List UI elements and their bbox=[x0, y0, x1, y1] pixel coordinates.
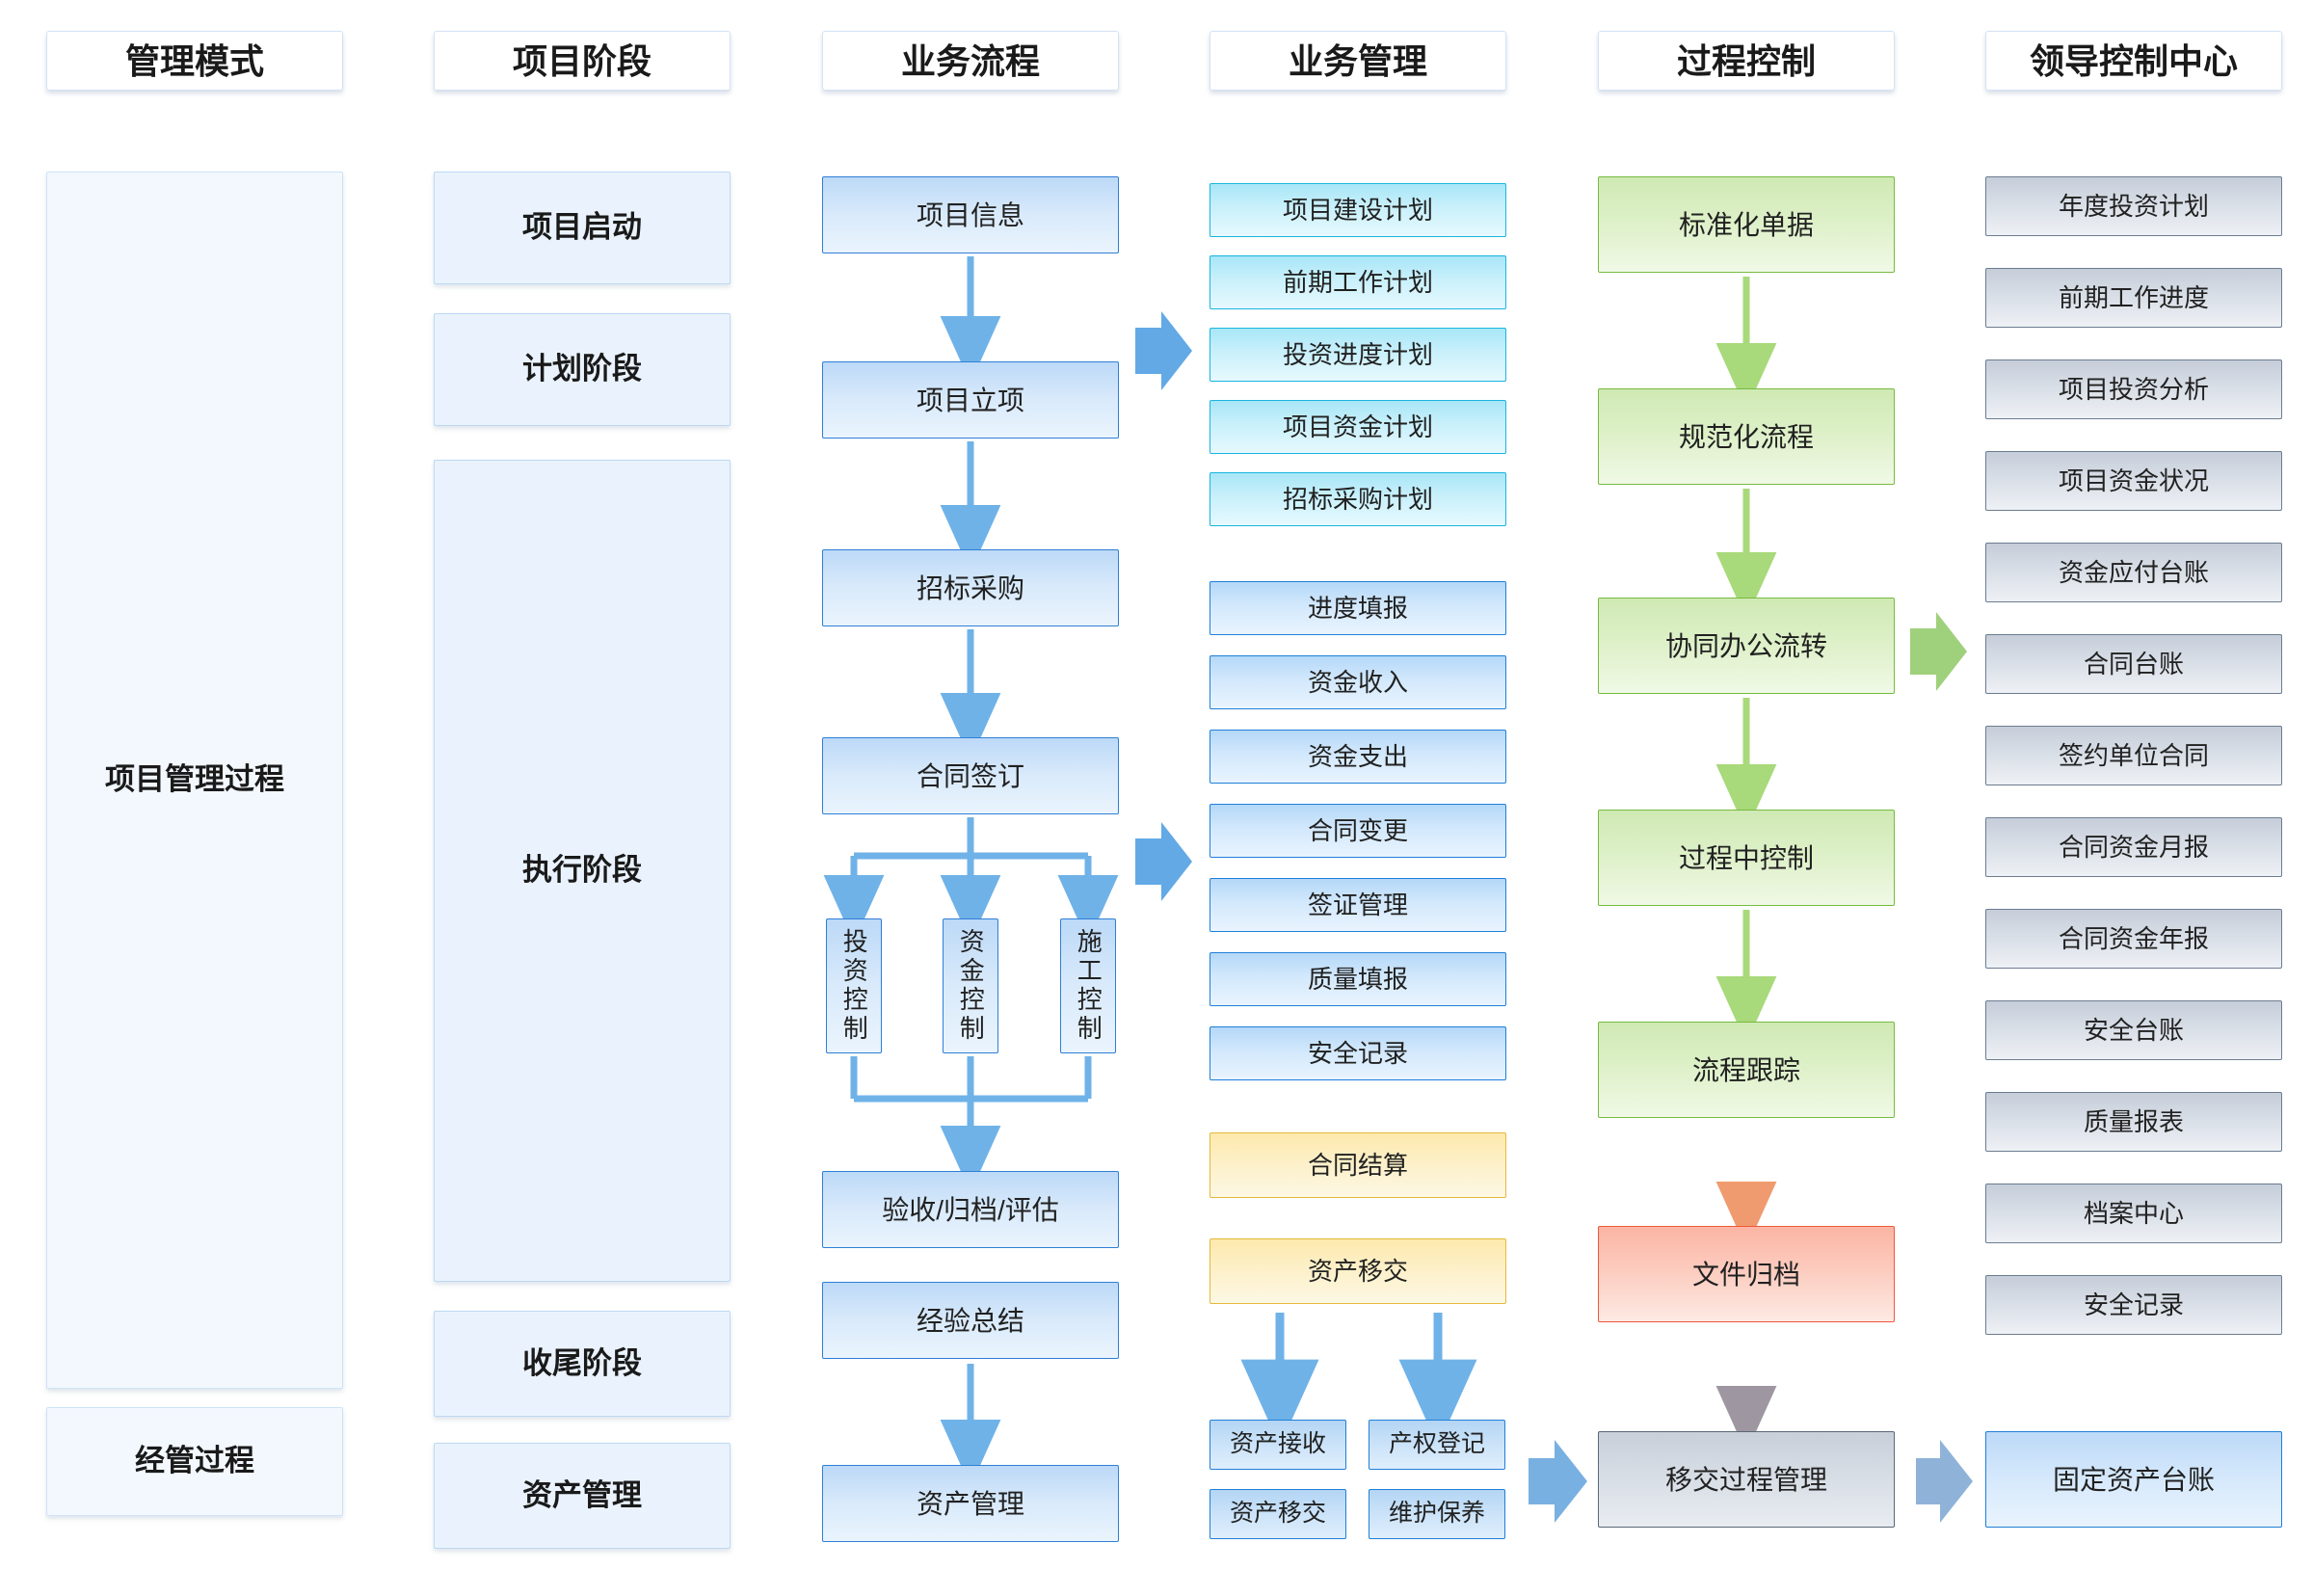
ledger-quality-report[interactable]: 质量报表 bbox=[1985, 1092, 2282, 1152]
plan-project-fund[interactable]: 项目资金计划 bbox=[1210, 400, 1506, 454]
plan-preliminary-work[interactable]: 前期工作计划 bbox=[1210, 255, 1506, 309]
mgmt-asset-transfer[interactable]: 资产移交 bbox=[1210, 1238, 1506, 1304]
plan-investment-progress[interactable]: 投资进度计划 bbox=[1210, 328, 1506, 382]
right-block-arrow-icon bbox=[1916, 1440, 1973, 1523]
process-project-approval[interactable]: 项目立项 bbox=[822, 361, 1119, 439]
ledger-preliminary-work-progress[interactable]: 前期工作进度 bbox=[1985, 268, 2282, 328]
ledger-safety-record[interactable]: 安全记录 bbox=[1985, 1275, 2282, 1335]
right-block-arrow-icon bbox=[1529, 1440, 1587, 1523]
control-in-process-control[interactable]: 过程中控制 bbox=[1598, 810, 1895, 906]
column-header-business-management: 业务管理 bbox=[1210, 31, 1506, 91]
stage-closing[interactable]: 收尾阶段 bbox=[434, 1311, 731, 1417]
control-standardized-process[interactable]: 规范化流程 bbox=[1598, 388, 1895, 485]
ledger-contract-fund-monthly-report[interactable]: 合同资金月报 bbox=[1985, 817, 2282, 877]
control-file-archiving[interactable]: 文件归档 bbox=[1598, 1226, 1895, 1322]
ledger-annual-investment-plan[interactable]: 年度投资计划 bbox=[1985, 176, 2282, 236]
stage-planning[interactable]: 计划阶段 bbox=[434, 313, 731, 426]
process-acceptance-archive-evaluation[interactable]: 验收/归档/评估 bbox=[822, 1171, 1119, 1248]
mgmt-contract-settlement[interactable]: 合同结算 bbox=[1210, 1132, 1506, 1198]
right-block-arrow-icon bbox=[1135, 822, 1192, 901]
ledger-safety[interactable]: 安全台账 bbox=[1985, 1000, 2282, 1060]
stage-project-initiation[interactable]: 项目启动 bbox=[434, 172, 731, 284]
mgmt-fund-expenditure[interactable]: 资金支出 bbox=[1210, 730, 1506, 784]
process-fund-control[interactable]: 资金控制 bbox=[943, 918, 998, 1053]
ledger-payable-funds[interactable]: 资金应付台账 bbox=[1985, 543, 2282, 602]
asset-transfer[interactable]: 资产移交 bbox=[1210, 1489, 1346, 1539]
ledger-fixed-asset[interactable]: 固定资产台账 bbox=[1985, 1431, 2282, 1528]
control-collaborative-office-flow[interactable]: 协同办公流转 bbox=[1598, 598, 1895, 694]
process-construction-control[interactable]: 施工控制 bbox=[1060, 918, 1116, 1053]
mgmt-progress-report[interactable]: 进度填报 bbox=[1210, 581, 1506, 635]
stage-operation-management-process[interactable]: 经管过程 bbox=[46, 1407, 343, 1516]
process-investment-control[interactable]: 投资控制 bbox=[826, 918, 882, 1053]
process-bidding-procurement[interactable]: 招标采购 bbox=[822, 549, 1119, 626]
process-project-info[interactable]: 项目信息 bbox=[822, 176, 1119, 253]
process-contract-signing[interactable]: 合同签订 bbox=[822, 737, 1119, 814]
column-header-business-process: 业务流程 bbox=[822, 31, 1119, 91]
process-asset-management[interactable]: 资产管理 bbox=[822, 1465, 1119, 1542]
right-block-arrow-icon bbox=[1135, 311, 1192, 390]
process-experience-summary[interactable]: 经验总结 bbox=[822, 1282, 1119, 1359]
plan-project-construction[interactable]: 项目建设计划 bbox=[1210, 183, 1506, 237]
ledger-project-fund-status[interactable]: 项目资金状况 bbox=[1985, 451, 2282, 511]
ledger-project-investment-analysis[interactable]: 项目投资分析 bbox=[1985, 359, 2282, 419]
control-process-tracking[interactable]: 流程跟踪 bbox=[1598, 1022, 1895, 1118]
mgmt-visa-management[interactable]: 签证管理 bbox=[1210, 878, 1506, 932]
ledger-archive-center[interactable]: 档案中心 bbox=[1985, 1184, 2282, 1243]
ledger-contract-fund-annual-report[interactable]: 合同资金年报 bbox=[1985, 909, 2282, 969]
mgmt-safety-record[interactable]: 安全记录 bbox=[1210, 1026, 1506, 1080]
asset-receipt[interactable]: 资产接收 bbox=[1210, 1420, 1346, 1470]
mgmt-contract-change[interactable]: 合同变更 bbox=[1210, 804, 1506, 858]
column-header-process-control: 过程控制 bbox=[1598, 31, 1895, 91]
ledger-contract[interactable]: 合同台账 bbox=[1985, 634, 2282, 694]
plan-bidding-procurement[interactable]: 招标采购计划 bbox=[1210, 472, 1506, 526]
ledger-contracted-unit-contract[interactable]: 签约单位合同 bbox=[1985, 726, 2282, 785]
control-transfer-process-management[interactable]: 移交过程管理 bbox=[1598, 1431, 1895, 1528]
column-header-leader-control-center: 领导控制中心 bbox=[1985, 31, 2282, 91]
asset-property-registration[interactable]: 产权登记 bbox=[1369, 1420, 1505, 1470]
mgmt-fund-income[interactable]: 资金收入 bbox=[1210, 655, 1506, 709]
mgmt-quality-report[interactable]: 质量填报 bbox=[1210, 952, 1506, 1006]
right-block-arrow-icon bbox=[1910, 612, 1967, 691]
stage-project-management-process[interactable]: 项目管理过程 bbox=[46, 172, 343, 1389]
column-header-management-mode: 管理模式 bbox=[46, 31, 343, 91]
stage-asset-management[interactable]: 资产管理 bbox=[434, 1443, 731, 1549]
asset-maintenance[interactable]: 维护保养 bbox=[1369, 1489, 1505, 1539]
column-header-project-stage: 项目阶段 bbox=[434, 31, 731, 91]
control-standardized-documents[interactable]: 标准化单据 bbox=[1598, 176, 1895, 273]
stage-execution[interactable]: 执行阶段 bbox=[434, 460, 731, 1282]
